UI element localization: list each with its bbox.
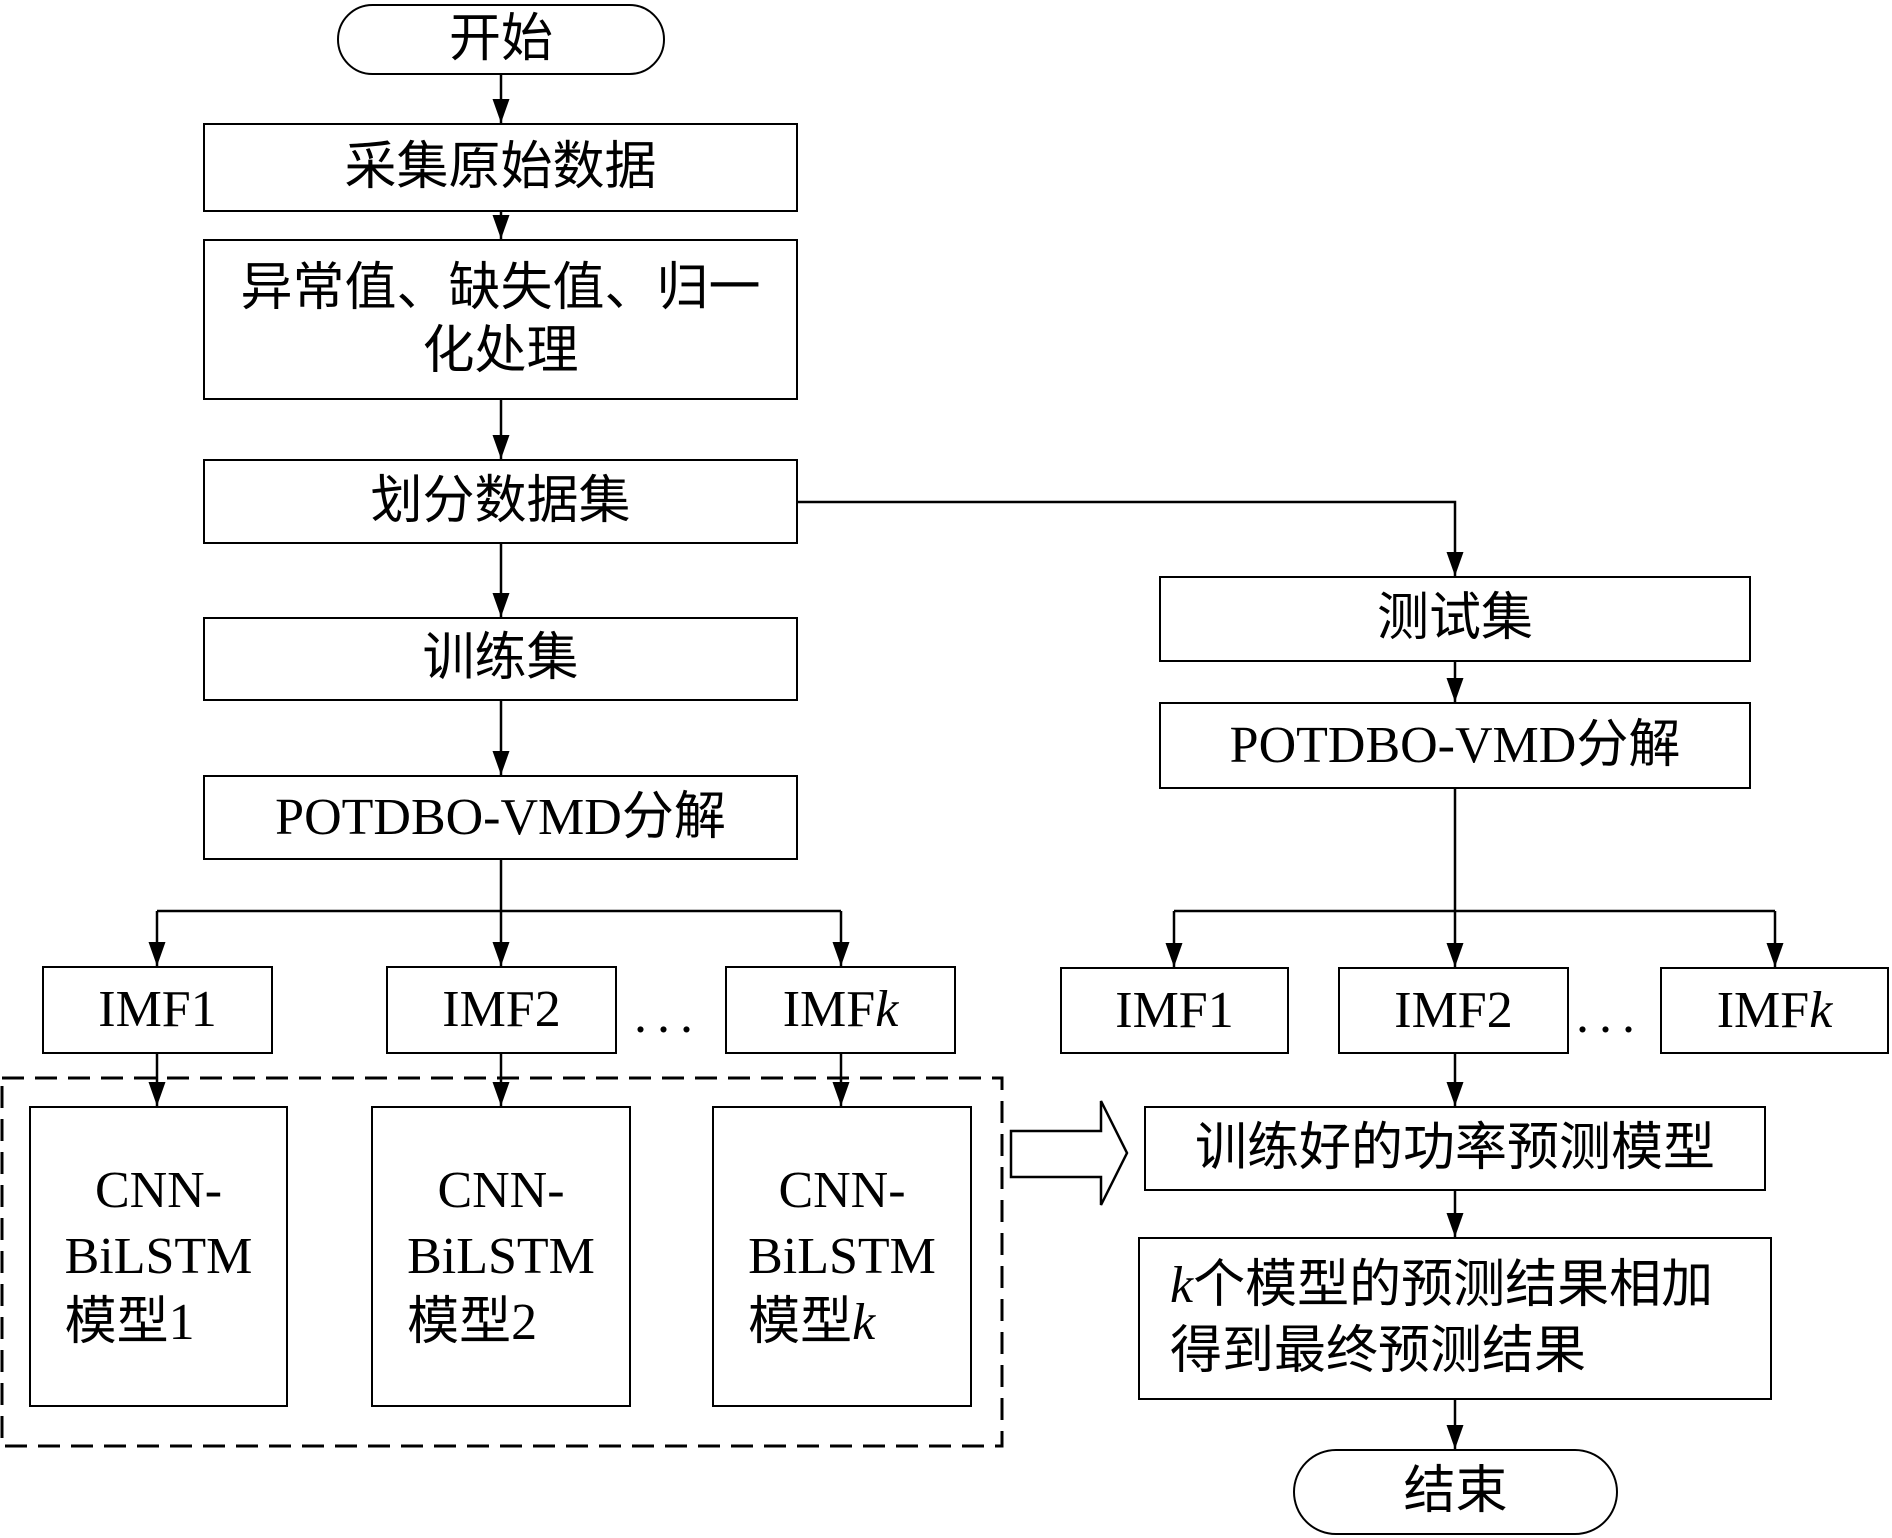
sum-result-index: k: [1170, 1256, 1194, 1314]
test-vmd-label: POTDBO-VMD分解: [1229, 716, 1681, 774]
model1-line3-text: 模型: [64, 1293, 169, 1351]
arrow-split-to-test-set: [798, 500, 1464, 576]
collect-data-node: 采集原始数据: [203, 123, 798, 212]
start-node: 开始: [337, 4, 665, 75]
test-imfk-prefix: IMF: [1716, 981, 1810, 1039]
modelk-line3: 模型k: [748, 1290, 936, 1356]
model1-text: CNN- BiLSTM 模型1: [65, 1158, 253, 1356]
modelk-line2: BiLSTM: [748, 1227, 936, 1285]
test-imf1-prefix: IMF: [1115, 981, 1208, 1039]
train-imf2-index: 2: [534, 981, 561, 1038]
modelk-index: k: [852, 1293, 876, 1351]
test-imf2-prefix: IMF: [1394, 981, 1487, 1039]
modelk-node: CNN- BiLSTM 模型k: [712, 1106, 972, 1407]
test-imf2-index: 2: [1486, 981, 1513, 1039]
sum-result-line1-text: 个模型的预测结果相加: [1193, 1256, 1714, 1314]
train-vmd-node: POTDBO-VMD分解: [203, 775, 798, 860]
split-dataset-label: 划分数据集: [370, 472, 631, 530]
test-set-label: 测试集: [1376, 590, 1533, 647]
trained-model-label: 训练好的功率预测模型: [1194, 1119, 1715, 1177]
train-set-node: 训练集: [203, 617, 798, 701]
end-label: 结束: [1403, 1463, 1508, 1520]
preprocess-label-line1: 异常值、缺失值、归一: [240, 259, 761, 317]
model2-line1: CNN-: [437, 1161, 565, 1219]
test-ellipsis: ...: [1576, 987, 1645, 1044]
train-set-label: 训练集: [422, 630, 579, 687]
model1-index: 1: [168, 1293, 195, 1351]
model1-line1: CNN-: [94, 1161, 223, 1219]
model2-line3: 模型2: [407, 1290, 595, 1356]
modelk-line3-text: 模型: [748, 1293, 853, 1351]
model2-text: CNN- BiLSTM 模型2: [407, 1158, 595, 1356]
preprocess-label-line2: 化处理: [422, 322, 579, 380]
test-set-node: 测试集: [1159, 576, 1751, 662]
preprocess-node: 异常值、缺失值、归一 化处理: [203, 239, 798, 400]
model1-line3: 模型1: [65, 1290, 253, 1356]
sum-result-line2: 得到最终预测结果: [1170, 1322, 1587, 1380]
test-vmd-node: POTDBO-VMD分解: [1159, 702, 1751, 789]
train-imfk-prefix: IMF: [782, 981, 876, 1038]
train-imf2-prefix: IMF: [442, 981, 535, 1038]
model2-index: 2: [511, 1293, 538, 1351]
hollow-arrow-icon: [1009, 1100, 1129, 1206]
train-imf1-prefix: IMF: [98, 981, 191, 1038]
modelk-line1: CNN-: [778, 1161, 906, 1219]
train-ellipsis: ...: [634, 987, 703, 1044]
model2-node: CNN- BiLSTM 模型2: [371, 1106, 631, 1407]
train-vmd-label: POTDBO-VMD分解: [275, 788, 726, 846]
modelk-text: CNN- BiLSTM 模型k: [748, 1158, 936, 1356]
train-imf1-index: 1: [190, 981, 217, 1038]
model2-line3-text: 模型: [407, 1293, 512, 1351]
trained-model-node: 训练好的功率预测模型: [1144, 1106, 1766, 1191]
end-node: 结束: [1293, 1449, 1618, 1535]
split-dataset-node: 划分数据集: [203, 459, 798, 544]
sum-result-node: k个模型的预测结果相加 得到最终预测结果: [1138, 1237, 1772, 1400]
test-imf1-index: 1: [1207, 981, 1234, 1039]
sum-result-line1: k个模型的预测结果相加: [1170, 1253, 1713, 1319]
test-imfk-index: k: [1809, 981, 1833, 1039]
model2-line2: BiLSTM: [407, 1227, 595, 1285]
model1-node: CNN- BiLSTM 模型1: [29, 1106, 288, 1407]
model1-line2: BiLSTM: [64, 1227, 253, 1285]
train-imfk-index: k: [875, 981, 899, 1038]
start-label: 开始: [448, 10, 553, 68]
collect-data-label: 采集原始数据: [344, 138, 657, 196]
